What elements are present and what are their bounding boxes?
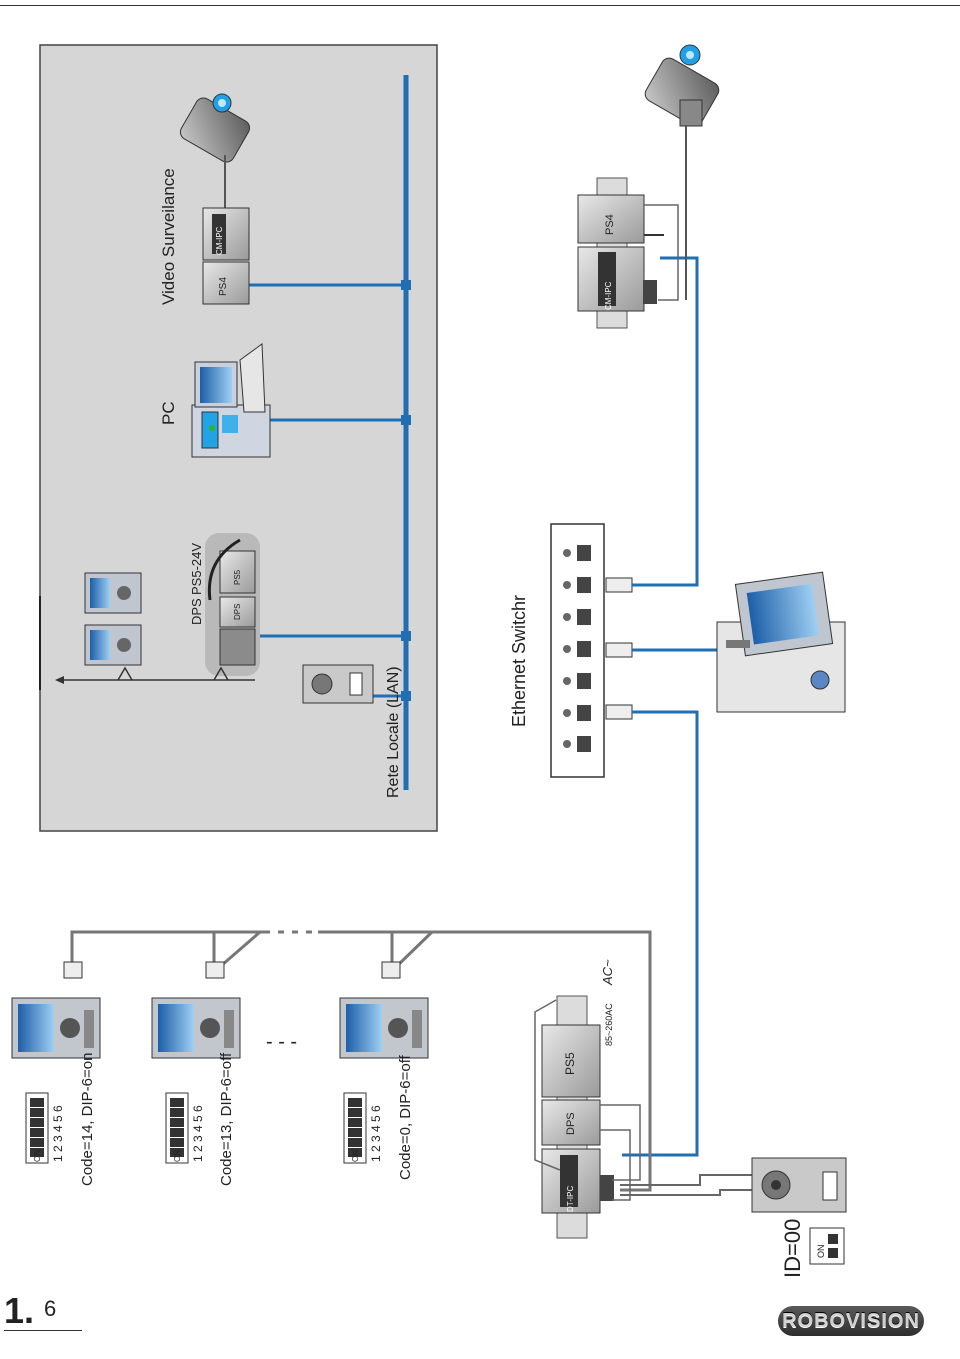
dip-switch-13	[165, 1092, 189, 1164]
ps4-cm-ipc-right: PS4 CM-IPC	[577, 177, 657, 329]
ps5-24v-label: PS5-24V	[189, 543, 204, 595]
svg-text:PS5: PS5	[563, 1052, 577, 1075]
indoor-monitor-13	[151, 997, 241, 1059]
page-number: 1.	[4, 1290, 35, 1331]
door-station-small	[302, 664, 374, 704]
ps4-module-top: PS4	[202, 261, 250, 305]
indoor-monitor-0	[339, 997, 429, 1059]
din-rail-modules: PS5 DPS DT-IPC	[541, 995, 614, 1239]
dip-switch-0	[343, 1092, 367, 1164]
svg-text:ON: ON	[33, 1150, 42, 1162]
computer-workstation-icon	[716, 571, 846, 713]
svg-text:CM-IPC: CM-IPC	[215, 226, 224, 255]
svg-text:PS4: PS4	[604, 214, 616, 235]
voltage-label: 85~260AC	[604, 1003, 614, 1046]
dps-label: DPS	[189, 598, 204, 625]
svg-text:DPS: DPS	[565, 1112, 577, 1135]
indoor-monitor-14	[11, 997, 101, 1059]
door-station	[751, 1157, 847, 1213]
svg-text:DPS: DPS	[233, 604, 242, 620]
monitor-small	[84, 624, 142, 666]
ethernet-switch	[550, 523, 605, 778]
svg-text:ON: ON	[351, 1150, 360, 1162]
page-subnumber: 6	[44, 1296, 57, 1321]
terminal-block	[381, 961, 401, 979]
pc-label: PC	[159, 401, 178, 425]
terminal-block	[63, 961, 83, 979]
code14-label: Code=14, DIP-6=on	[79, 1053, 96, 1186]
pc-icon	[191, 343, 271, 458]
camera-icon-right	[644, 44, 720, 127]
svg-text:DT-IPC: DT-IPC	[566, 1186, 575, 1212]
cm-ipc-module-top: CM-IPC	[202, 207, 250, 261]
svg-text:1 2 3 4 5 6: 1 2 3 4 5 6	[369, 1105, 383, 1162]
top-rule	[0, 5, 960, 6]
video-surveillance-label: Video Surveilance	[159, 168, 178, 305]
id00-label: ID=00	[780, 1219, 805, 1278]
code0-label: Code=0, DIP-6=off	[397, 1054, 414, 1180]
svg-text:PS5: PS5	[233, 569, 242, 585]
dps-ps5-box: PS5 DPS	[205, 533, 260, 676]
dip-switch-id	[809, 1227, 845, 1265]
svg-text:ON: ON	[816, 1245, 826, 1259]
robovision-logo: ROBOVISION	[778, 1306, 924, 1336]
svg-text:1 2 3 4 5 6: 1 2 3 4 5 6	[51, 1105, 65, 1162]
code13-label: Code=13, DIP-6=off	[218, 1052, 235, 1186]
ethernet-switch-label: Ethernet Switchr	[509, 595, 529, 727]
ellipsis-dots: - - -	[266, 1031, 297, 1053]
ac-label: AC~	[600, 959, 615, 986]
dip-switch-14	[25, 1092, 49, 1164]
page-rule	[4, 1330, 82, 1331]
terminal-block	[205, 961, 225, 979]
svg-text:CM-IPC: CM-IPC	[604, 281, 613, 310]
svg-text:ON: ON	[173, 1150, 182, 1162]
monitor-small	[84, 572, 142, 614]
lan-label: Rete Locale (LAN)	[385, 666, 402, 798]
camera-icon	[179, 93, 251, 163]
svg-text:1 2 3 4 5 6: 1 2 3 4 5 6	[191, 1105, 205, 1162]
svg-text:PS4: PS4	[218, 277, 229, 296]
